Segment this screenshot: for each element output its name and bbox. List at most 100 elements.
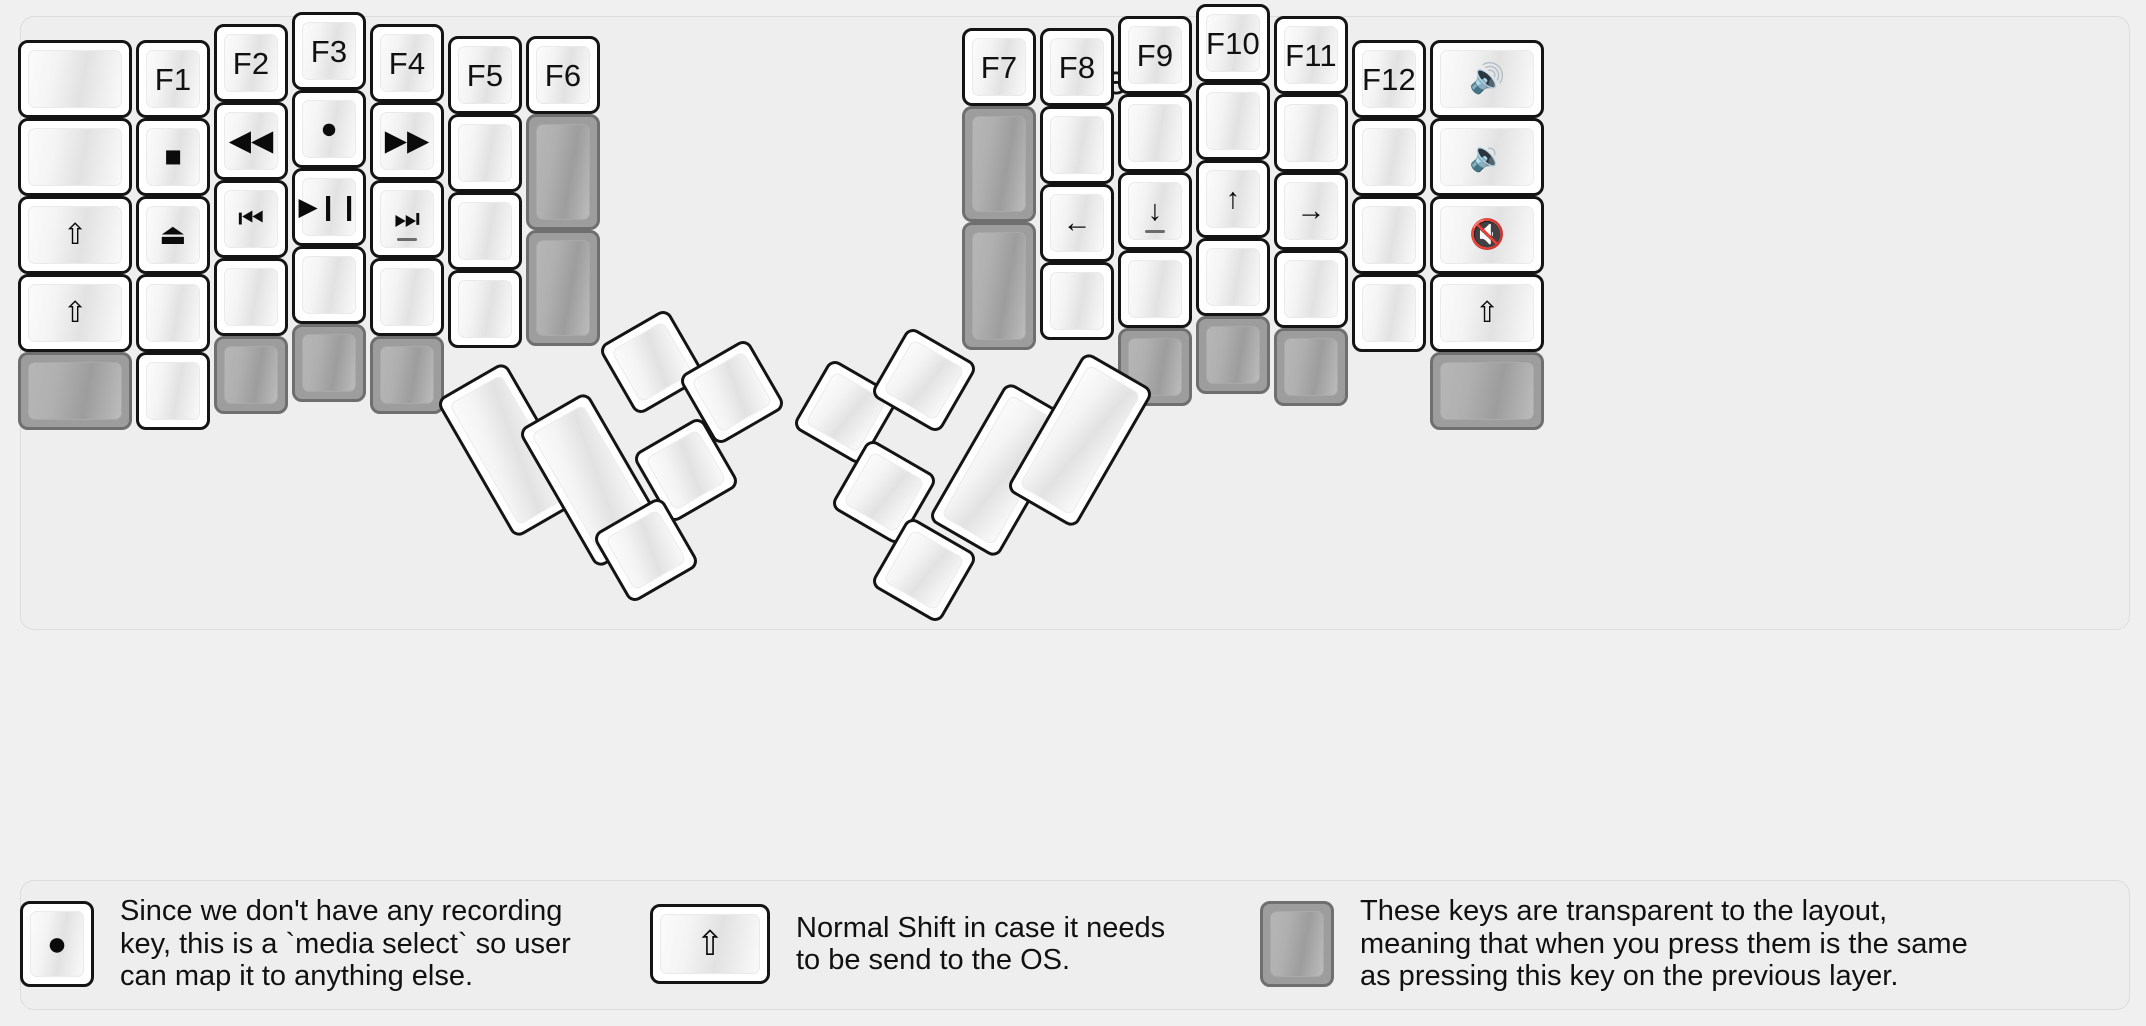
blank-16-cap [1206,248,1260,306]
legend-shift-key[interactable]: ⇧ [650,904,770,984]
blank-7[interactable] [370,258,444,336]
media-stop[interactable]: ■ [136,118,210,196]
transparent-10[interactable] [1196,316,1270,394]
thumb-l-small-1-cap [611,321,693,403]
f10[interactable]: F10 [1196,4,1270,82]
f8-label: F8 [1058,49,1096,85]
blank-21[interactable] [1352,274,1426,352]
f9[interactable]: F9 [1118,16,1192,94]
legend-record-key[interactable]: ● [20,901,94,987]
blank-17-cap [1284,104,1338,162]
f7[interactable]: F7 [962,28,1036,106]
blank-11[interactable] [1040,106,1114,184]
media-prev-track[interactable]: ⏮ [214,180,288,258]
blank-6[interactable] [292,246,366,324]
f7-cap: F7 [972,38,1026,96]
f1[interactable]: F1 [136,40,210,118]
blank-6-cap [302,256,356,314]
arrow-right[interactable]: → [1274,172,1348,250]
transparent-5-cap [536,124,590,220]
transparent-8[interactable] [962,222,1036,350]
f11-cap: F11 [1284,26,1338,84]
legend-transparent-key[interactable] [1260,901,1334,987]
volume-up[interactable]: 🔊 [1430,40,1544,118]
transparent-6[interactable] [526,230,600,346]
volume-up-icon: 🔊 [1468,62,1506,95]
media-rewind-cap: ◀◀ [224,112,278,170]
f2[interactable]: F2 [214,24,288,102]
blank-14[interactable] [1118,250,1192,328]
volume-up-cap: 🔊 [1440,50,1534,108]
transparent-3[interactable] [292,324,366,402]
media-fast-forward[interactable]: ▶▶ [370,102,444,180]
volume-down[interactable]: 🔉 [1430,118,1544,196]
caps-lock-cap: ⇧ [28,206,122,264]
f11[interactable]: F11 [1274,16,1348,94]
transparent-11-cap [1284,338,1338,396]
transparent-2-cap [224,346,278,404]
caps-lock[interactable]: ⇧ [18,196,132,274]
arrow-right-icon: → [1296,194,1326,227]
transparent-12[interactable] [1430,352,1544,430]
arrow-left[interactable]: ← [1040,184,1114,262]
media-rewind[interactable]: ◀◀ [214,102,288,180]
f4-label: F4 [388,45,426,81]
media-next-track[interactable]: ⏭ [370,180,444,258]
legend-shift: ⇧ Normal Shift in case it needs to be sen… [650,880,1165,1008]
f8[interactable]: F8 [1040,28,1114,106]
shift-right[interactable]: ⇧ [1430,274,1544,352]
f4[interactable]: F4 [370,24,444,102]
f12[interactable]: F12 [1352,40,1426,118]
transparent-2[interactable] [214,336,288,414]
shift[interactable]: ⇧ [18,274,132,352]
arrow-down-homing-bar [1145,230,1165,233]
blank-15[interactable] [1196,82,1270,160]
blank-18[interactable] [1274,250,1348,328]
blank-9[interactable] [448,192,522,270]
f2-label: F2 [232,45,270,81]
blank-17[interactable] [1274,94,1348,172]
play-pause-icon: ▶❙❙ [298,192,360,221]
blank-4[interactable] [136,352,210,430]
blank-14-cap [1128,260,1182,318]
legend-shift-key-cap: ⇧ [660,914,760,974]
f3[interactable]: F3 [292,12,366,90]
f8-cap: F8 [1050,38,1104,96]
blank-3[interactable] [136,274,210,352]
mute[interactable]: 🔇 [1430,196,1544,274]
blank-16[interactable] [1196,238,1270,316]
blank-10[interactable] [448,270,522,348]
transparent-4[interactable] [370,336,444,414]
transparent-1[interactable] [18,352,132,430]
legend-record-text: Since we don't have any recording key, t… [120,895,571,993]
blank-12[interactable] [1040,262,1114,340]
legend-shift-text: Normal Shift in case it needs to be send… [796,911,1166,976]
blank-9-cap [458,202,512,260]
media-play-pause[interactable]: ▶❙❙ [292,168,366,246]
media-eject[interactable]: ⏏ [136,196,210,274]
f6[interactable]: F6 [526,36,600,114]
stop-icon: ■ [164,140,182,173]
media-record[interactable]: ● [292,90,366,168]
blank-2[interactable] [18,118,132,196]
media-play-pause-cap: ▶❙❙ [298,178,360,236]
f3-cap: F3 [302,22,356,80]
transparent-3-cap [302,334,356,392]
f12-cap: F12 [1362,50,1416,108]
transparent-11[interactable] [1274,328,1348,406]
transparent-6-cap [536,240,590,336]
f3-label: F3 [310,33,348,69]
blank-13[interactable] [1118,94,1192,172]
transparent-7[interactable] [962,106,1036,222]
transparent-5[interactable] [526,114,600,230]
f5-label: F5 [466,57,504,93]
arrow-down[interactable]: ↓ [1118,172,1192,250]
blank-1[interactable] [18,40,132,118]
blank-8[interactable] [448,114,522,192]
blank-20[interactable] [1352,196,1426,274]
blank-19[interactable] [1352,118,1426,196]
shift-icon: ⇧ [1474,296,1500,329]
arrow-up[interactable]: ↑ [1196,160,1270,238]
f5[interactable]: F5 [448,36,522,114]
blank-5[interactable] [214,258,288,336]
